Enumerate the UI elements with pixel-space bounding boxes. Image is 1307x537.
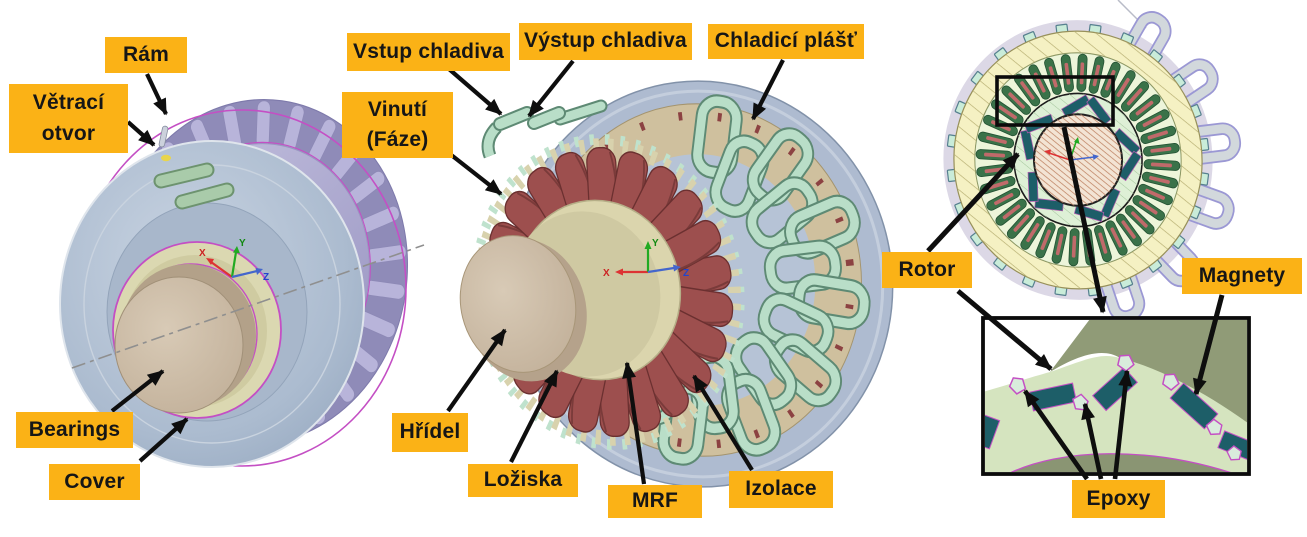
cross-section-view bbox=[943, 0, 1251, 476]
axis-triad-right bbox=[1044, 137, 1099, 161]
axis-x-label: X bbox=[199, 248, 206, 259]
label-cover: Cover bbox=[49, 464, 140, 500]
label-mrf: MRF bbox=[608, 485, 702, 518]
label-izolace: Izolace bbox=[729, 471, 833, 508]
frame-view: X Y Z bbox=[59, 99, 425, 468]
label-hridel: Hřídel bbox=[392, 413, 468, 452]
vent-marker bbox=[161, 154, 171, 162]
arrow-zoom-link bbox=[1061, 126, 1107, 314]
label-rotor: Rotor bbox=[882, 252, 972, 288]
label-epoxy: Epoxy bbox=[1072, 480, 1165, 518]
arrow-mrf bbox=[622, 361, 647, 485]
axis-triad-left: X Y Z bbox=[199, 238, 269, 283]
label-vystup-chladiva: Výstup chladiva bbox=[519, 23, 692, 60]
cutaway-view: X Y Z bbox=[459, 80, 894, 488]
label-vstup-chladiva: Vstup chladiva bbox=[347, 33, 510, 71]
terminal-pins bbox=[153, 162, 235, 210]
centerline bbox=[71, 244, 425, 369]
coolant-pipes bbox=[481, 99, 608, 159]
axis-triad-middle: X Y Z bbox=[603, 238, 689, 279]
arrow-hridel bbox=[446, 328, 507, 413]
axis-z-label: Z bbox=[683, 268, 689, 279]
label-chladici-plast: Chladicí plášť bbox=[708, 24, 864, 59]
arrow-vstup-chladiva bbox=[447, 67, 503, 116]
label-loziska: Ložiska bbox=[468, 464, 578, 497]
vent-hole-pin bbox=[158, 125, 169, 148]
magnet-detail-box bbox=[981, 316, 1251, 476]
arrow-rotor-section bbox=[926, 152, 1020, 253]
axis-y-label: Y bbox=[652, 238, 659, 249]
arrow-vystup-chladiva bbox=[527, 59, 575, 118]
arrow-epoxy-2 bbox=[1081, 402, 1104, 480]
arrow-ram bbox=[145, 73, 168, 116]
arrow-cover bbox=[138, 417, 189, 463]
arrow-rotor-detail bbox=[956, 289, 1053, 371]
arrow-vinuti bbox=[448, 152, 503, 196]
label-vinuti-faze: Vinutí (Fáze) bbox=[342, 92, 453, 158]
leader-arrows bbox=[110, 59, 1225, 485]
zoom-region-rect bbox=[995, 75, 1115, 127]
arrow-epoxy-3 bbox=[1112, 369, 1133, 480]
label-magnety: Magnety bbox=[1182, 258, 1302, 294]
arrow-bearings bbox=[110, 369, 165, 413]
arrow-loziska bbox=[509, 369, 559, 463]
shaft-front bbox=[459, 235, 577, 373]
axis-x-label: X bbox=[603, 268, 610, 279]
label-bearings: Bearings bbox=[16, 412, 133, 448]
axis-z-label: Z bbox=[263, 272, 269, 283]
arrow-vetraci-otvor bbox=[126, 120, 156, 147]
arrow-chladici-plast bbox=[751, 59, 785, 121]
label-ram: Rám bbox=[105, 37, 187, 73]
arrow-izolace bbox=[692, 374, 754, 472]
axis-y-label: Y bbox=[239, 238, 246, 249]
arrow-magnety bbox=[1193, 294, 1225, 396]
label-vetraci-otvor: Větrací otvor bbox=[9, 84, 128, 153]
arrow-epoxy-1 bbox=[1023, 389, 1089, 481]
